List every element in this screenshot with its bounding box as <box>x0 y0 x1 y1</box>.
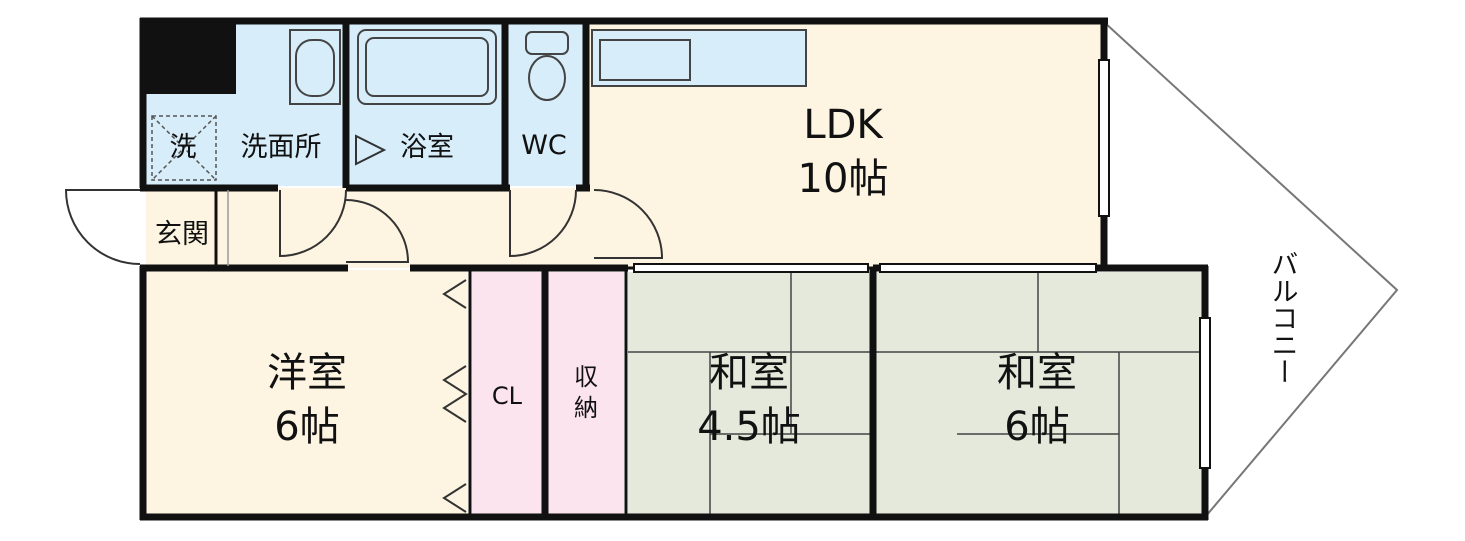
toilet-tank <box>525 31 569 55</box>
closet-label: CL <box>492 382 523 410</box>
washitsu-a-floor <box>628 272 870 514</box>
storage-floor <box>548 272 624 514</box>
balcony-label: バルコニー <box>1267 250 1298 385</box>
washitsu-b-floor <box>876 272 1202 514</box>
washer-space <box>151 115 217 181</box>
closet-doors <box>442 279 468 513</box>
yoshitsu-name: 洋室 <box>267 350 347 396</box>
toilet-label: WC <box>521 130 567 161</box>
storage-label-2: 納 <box>574 394 598 422</box>
washitsu-a-name: 和室 <box>709 350 789 396</box>
windows <box>633 59 1211 469</box>
wash-basin <box>289 29 341 105</box>
kitchen-counter <box>591 29 807 87</box>
bathtub <box>357 29 497 105</box>
closet-floor <box>472 272 542 514</box>
bathroom-label: 浴室 <box>400 132 454 163</box>
yoshitsu-size: 6帖 <box>274 404 339 450</box>
washer-label: 洗 <box>170 132 197 163</box>
structural-column <box>140 18 236 94</box>
toilet-floor <box>508 24 584 186</box>
washitsu-a-size: 4.5帖 <box>697 404 801 450</box>
doors <box>64 134 664 265</box>
kitchen-sink <box>599 39 691 81</box>
washitsu-b-size: 6帖 <box>1004 404 1069 450</box>
entrance-label: 玄関 <box>155 219 209 250</box>
tatami-lines <box>628 272 1202 514</box>
bathtub-inner <box>365 37 489 97</box>
storage-label-1: 収 <box>574 363 598 391</box>
toilet-bowl <box>528 55 566 101</box>
washroom-label: 洗面所 <box>241 132 322 163</box>
washitsu-b-name: 和室 <box>997 350 1077 396</box>
ldk-size: 10帖 <box>798 156 889 202</box>
yoshitsu-floor <box>146 270 468 514</box>
wash-basin-bowl <box>295 39 335 97</box>
hall-floor <box>146 188 598 268</box>
ldk-name: LDK <box>803 102 884 148</box>
